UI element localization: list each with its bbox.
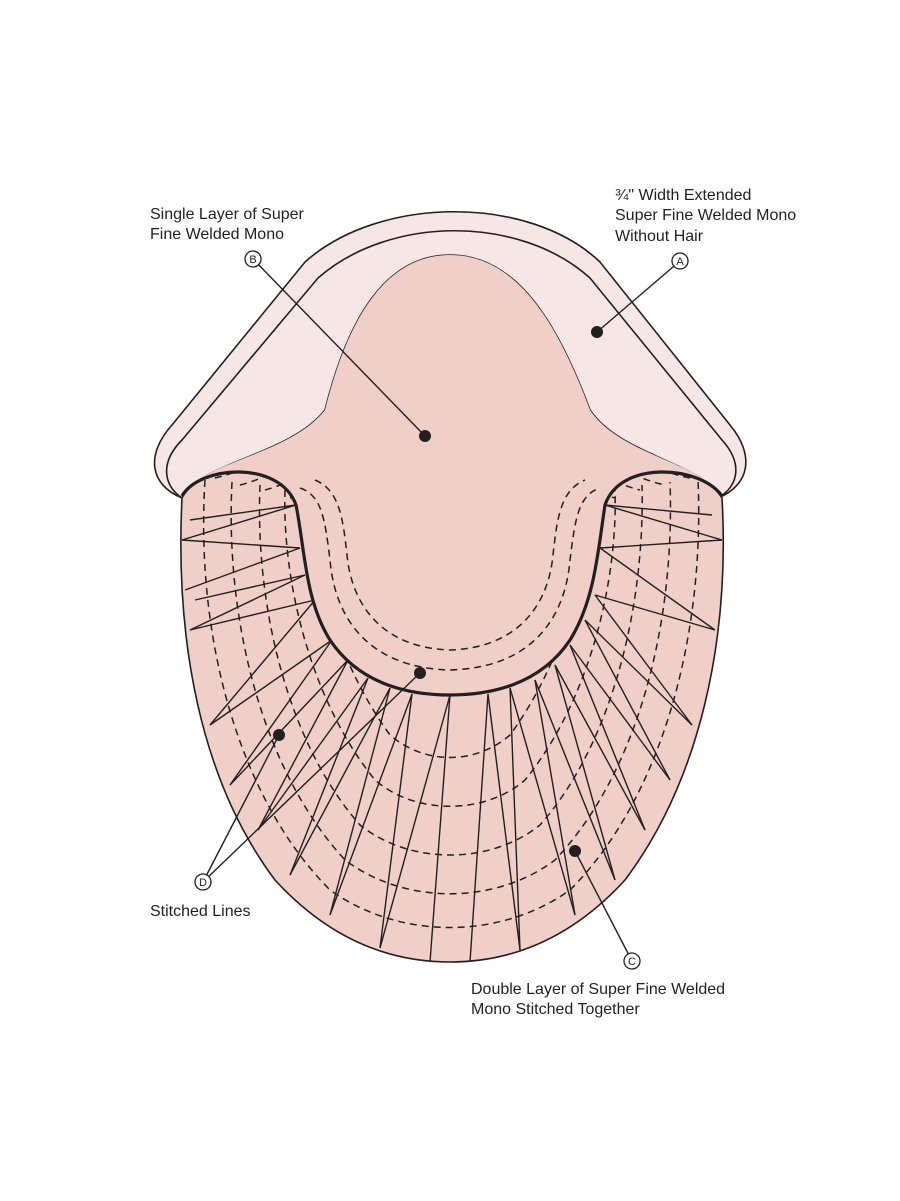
stitched-ray-line	[604, 504, 723, 541]
stitched-ray-line	[329, 687, 391, 916]
dot-c	[569, 845, 581, 857]
marker-d: D	[194, 873, 212, 891]
leader-lines	[202, 258, 681, 962]
marker-a: A	[671, 252, 689, 270]
stitched-ray-line	[209, 639, 333, 726]
stitched-ray-line	[604, 504, 713, 516]
stitched-ray-line	[189, 574, 306, 631]
stitched-ray-line	[599, 547, 716, 631]
stitched-ray-line	[189, 599, 316, 631]
stitched-ray-line	[569, 644, 671, 781]
stitched-ray-line	[569, 644, 646, 831]
svg-text:C: C	[628, 956, 636, 968]
label-c: Double Layer of Super Fine Welded Mono S…	[471, 981, 725, 1018]
svg-text:Single Layer of Super: Single Layer of Super	[150, 206, 305, 223]
dot-d1	[273, 729, 285, 741]
stitched-ray-line	[289, 687, 391, 876]
stitched-ray-line	[329, 693, 413, 916]
svg-text:Stitched Lines: Stitched Lines	[150, 903, 251, 920]
center-single-layer-region	[182, 255, 722, 695]
stitched-ray-line	[584, 619, 693, 726]
stitched-ray-line	[594, 594, 716, 631]
marker-b: B	[244, 250, 262, 268]
stitched-ray-line	[469, 693, 489, 962]
stitched-ray-line	[584, 619, 671, 781]
dot-b	[419, 430, 431, 442]
svg-text:Mono Stitched Together: Mono Stitched Together	[471, 1001, 640, 1018]
marker-c: C	[623, 952, 641, 970]
stitched-ray-line	[194, 574, 306, 601]
stitched-ray-line	[534, 679, 576, 916]
stitched-ray-lines	[181, 504, 723, 962]
svg-text:D: D	[199, 877, 207, 889]
svg-text:Without Hair: Without Hair	[615, 228, 704, 245]
stitched-ray-line	[209, 599, 316, 726]
stitched-ray-line	[257, 659, 349, 831]
callout-dots	[273, 326, 603, 857]
stitched-ray-line	[554, 664, 646, 831]
stitched-ray-line	[181, 539, 301, 549]
stitched-ray-line	[189, 504, 297, 521]
stitched-ray-line	[594, 594, 693, 726]
stitched-ray-line	[184, 547, 301, 591]
stitched-ray-line	[229, 639, 333, 786]
dot-d2	[414, 667, 426, 679]
label-a: ¾" Width Extended Super Fine Welded Mono…	[615, 187, 796, 245]
svg-text:Super Fine Welded Mono: Super Fine Welded Mono	[615, 207, 796, 224]
svg-text:B: B	[249, 254, 256, 266]
stitched-ray-line	[487, 693, 521, 951]
center-stitch-lines	[299, 479, 601, 671]
stitched-ray-line	[289, 677, 369, 876]
label-b: Single Layer of Super Fine Welded Mono	[150, 206, 305, 243]
stitched-ray-line	[509, 687, 576, 916]
stitched-ray-line	[599, 539, 723, 549]
svg-text:Fine Welded Mono: Fine Welded Mono	[150, 226, 284, 243]
stitched-ray-line	[229, 659, 349, 786]
svg-text:Double Layer of Super Fine Wel: Double Layer of Super Fine Welded	[471, 981, 725, 998]
stitched-ray-line	[554, 664, 616, 881]
label-d: Stitched Lines	[150, 903, 251, 920]
stitched-ray-line	[509, 687, 521, 951]
stitched-ray-line	[534, 679, 616, 881]
svg-text:¾" Width Extended: ¾" Width Extended	[615, 187, 751, 204]
stitched-ray-line	[379, 693, 413, 949]
stitched-ray-line	[257, 677, 369, 831]
outer-band-inner-edge	[165, 229, 737, 499]
svg-text:A: A	[676, 256, 684, 268]
dot-a	[591, 326, 603, 338]
stitched-ray-line	[429, 694, 451, 962]
stitched-ray-line	[379, 694, 451, 949]
stitched-ray-line	[181, 504, 297, 541]
center-boundary-line	[180, 470, 724, 697]
